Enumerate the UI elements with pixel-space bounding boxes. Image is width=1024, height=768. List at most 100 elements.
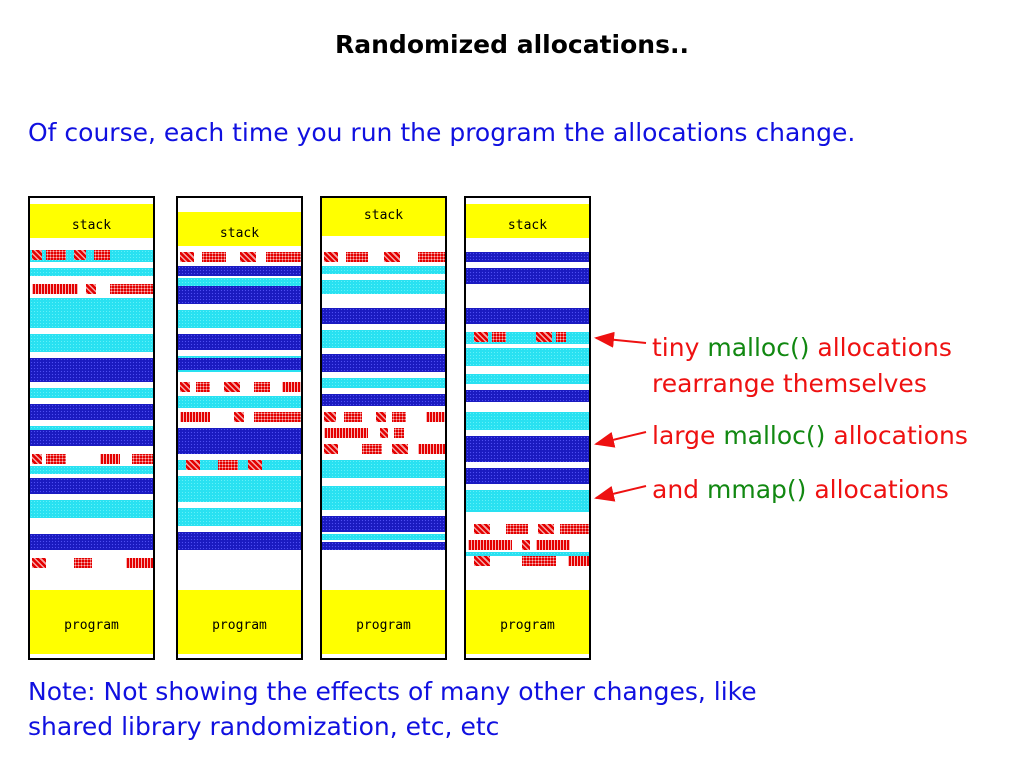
large-alloc xyxy=(30,478,153,494)
tiny-alloc xyxy=(202,252,226,262)
tiny-alloc xyxy=(126,558,153,568)
stack-region: stack xyxy=(30,204,153,238)
large-malloc-label: large malloc() allocations xyxy=(652,421,968,450)
stack-region: stack xyxy=(178,212,301,246)
tiny-alloc xyxy=(384,252,400,262)
tiny-alloc xyxy=(522,540,530,550)
program-region: program xyxy=(322,590,445,654)
tiny-alloc xyxy=(240,252,256,262)
stack-label: stack xyxy=(219,226,260,241)
memory-map-run-1: stack program xyxy=(28,196,155,660)
tiny-arrow xyxy=(594,331,647,348)
large-alloc xyxy=(30,534,153,550)
tiny-alloc xyxy=(324,428,368,438)
tiny-alloc xyxy=(32,558,46,568)
tiny-alloc xyxy=(32,284,78,294)
tiny-alloc xyxy=(110,284,153,294)
tiny-alloc xyxy=(522,556,556,566)
tiny-alloc xyxy=(474,524,490,534)
heap-block xyxy=(322,266,445,274)
heap-block xyxy=(30,388,153,398)
large-alloc xyxy=(466,268,589,284)
large-alloc xyxy=(322,542,445,550)
large-alloc xyxy=(322,516,445,532)
large-alloc xyxy=(178,358,301,370)
heap-block xyxy=(178,476,301,502)
heap-block xyxy=(30,466,153,474)
large-alloc xyxy=(30,430,153,446)
heap-block xyxy=(178,278,301,286)
large-alloc xyxy=(466,308,589,324)
large-alloc xyxy=(322,354,445,372)
large-alloc xyxy=(466,252,589,262)
heap-block xyxy=(466,552,589,556)
heap-block xyxy=(322,330,445,348)
tiny-alloc xyxy=(556,332,566,342)
large-alloc xyxy=(322,394,445,406)
program-region: program xyxy=(466,590,589,654)
tiny-alloc xyxy=(376,412,386,422)
tiny-alloc xyxy=(392,444,408,454)
large-alloc xyxy=(178,266,301,276)
memory-map-run-3: stack program xyxy=(320,196,447,660)
heap-block xyxy=(466,412,589,430)
tiny-alloc xyxy=(474,332,488,342)
tiny-alloc xyxy=(46,250,66,260)
page-title: Randomized allocations.. xyxy=(335,30,689,59)
tiny-alloc xyxy=(32,454,42,464)
stack-label: stack xyxy=(363,208,404,223)
memory-map-run-4: stack program xyxy=(464,196,591,660)
heap-block xyxy=(466,348,589,366)
stack-region: stack xyxy=(466,204,589,238)
program-label: program xyxy=(500,618,555,633)
tiny-alloc xyxy=(324,444,338,454)
heap-block xyxy=(322,280,445,294)
heap-block xyxy=(178,460,301,470)
heap-block xyxy=(30,268,153,276)
footnote-line-2: shared library randomization, etc, etc xyxy=(28,712,500,741)
tiny-alloc xyxy=(94,250,110,260)
tiny-alloc xyxy=(180,252,194,262)
large-alloc xyxy=(178,286,301,304)
program-region: program xyxy=(30,590,153,654)
stack-label: stack xyxy=(71,218,112,233)
heap-block xyxy=(30,298,153,328)
heap-block xyxy=(178,396,301,408)
program-label: program xyxy=(356,618,411,633)
heap-block xyxy=(322,460,445,478)
heap-block xyxy=(466,374,589,384)
tiny-alloc xyxy=(100,454,120,464)
tiny-alloc xyxy=(86,284,96,294)
tiny-alloc xyxy=(74,558,92,568)
tiny-alloc xyxy=(538,524,554,534)
large-arrow xyxy=(594,431,647,448)
tiny-alloc xyxy=(186,460,200,470)
tiny-alloc xyxy=(474,556,490,566)
tiny-alloc xyxy=(132,454,153,464)
mmap-arrow xyxy=(594,485,647,502)
tiny-alloc xyxy=(468,540,512,550)
heap-block xyxy=(322,378,445,388)
tiny-alloc xyxy=(254,382,270,392)
tiny-malloc-label: tiny malloc() allocations xyxy=(652,333,952,362)
stack-label: stack xyxy=(507,218,548,233)
large-alloc xyxy=(466,436,589,462)
tiny-alloc xyxy=(248,460,262,470)
program-region: program xyxy=(178,590,301,654)
tiny-alloc xyxy=(394,428,404,438)
tiny-alloc xyxy=(234,412,244,422)
tiny-alloc xyxy=(536,540,570,550)
large-alloc xyxy=(322,308,445,324)
tiny-alloc xyxy=(282,382,301,392)
tiny-alloc xyxy=(426,412,445,422)
heap-block xyxy=(178,508,301,526)
tiny-alloc xyxy=(324,252,338,262)
tiny-alloc xyxy=(418,444,445,454)
heap-block xyxy=(466,490,589,512)
tiny-alloc xyxy=(74,250,86,260)
program-label: program xyxy=(64,618,119,633)
footnote: Note: Not showing the effects of many ot… xyxy=(28,674,757,744)
large-alloc xyxy=(178,334,301,350)
heap-block xyxy=(30,334,153,352)
